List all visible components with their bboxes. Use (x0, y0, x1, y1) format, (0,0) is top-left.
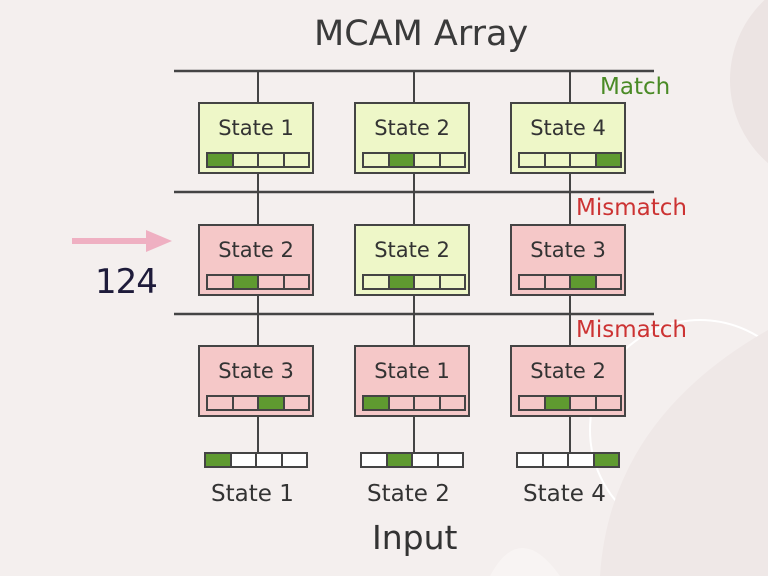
cell-state-label: State 2 (530, 359, 606, 383)
cell-bit-vector (518, 152, 622, 168)
cell-bit-vector (206, 274, 310, 290)
bit-active (545, 397, 571, 409)
decor-shape (490, 548, 560, 576)
mcam-cell: State 1 (198, 102, 314, 174)
bit-inactive (234, 154, 259, 166)
bit-inactive (232, 454, 257, 466)
bit-active (594, 454, 618, 466)
bit-inactive (441, 397, 465, 409)
cell-bit-vector (518, 395, 622, 411)
row-status-label-match: Match (600, 74, 671, 100)
bit-active (389, 276, 415, 288)
bit-inactive (283, 454, 307, 466)
bit-inactive (546, 276, 571, 288)
mcam-cell: State 4 (510, 102, 626, 174)
cell-state-label: State 4 (530, 116, 606, 140)
bit-inactive (597, 397, 621, 409)
page-number: 124 (95, 262, 158, 302)
bit-inactive (415, 276, 441, 288)
bit-inactive (441, 154, 465, 166)
diagram-title: MCAM Array (314, 14, 529, 54)
bit-active (206, 454, 232, 466)
row-status-label-mismatch: Mismatch (576, 195, 687, 221)
bit-inactive (285, 154, 309, 166)
bit-active (389, 154, 415, 166)
mcam-cell: State 3 (510, 224, 626, 296)
decor-circle (730, 0, 768, 164)
bit-inactive (520, 154, 546, 166)
input-state-label: State 4 (523, 481, 606, 507)
bit-inactive (520, 397, 546, 409)
cell-state-label: State 1 (218, 116, 294, 140)
bit-inactive (362, 454, 388, 466)
bit-active (596, 154, 620, 166)
bit-inactive (257, 454, 283, 466)
bit-inactive (520, 276, 546, 288)
mcam-cell: State 2 (354, 224, 470, 296)
bit-inactive (413, 454, 439, 466)
bit-inactive (259, 276, 285, 288)
mcam-cell: State 1 (354, 345, 470, 417)
bit-active (571, 276, 597, 288)
bit-inactive (544, 454, 569, 466)
cell-bit-vector (206, 395, 310, 411)
bit-inactive (597, 276, 621, 288)
input-state-label: State 2 (367, 481, 450, 507)
mcam-cell: State 2 (354, 102, 470, 174)
bit-active (259, 397, 285, 409)
bit-active (364, 397, 390, 409)
cell-bit-vector (362, 152, 466, 168)
decor-shape (600, 330, 768, 576)
bit-inactive (285, 397, 309, 409)
cell-bit-vector (362, 395, 466, 411)
bit-inactive (546, 154, 571, 166)
input-bit-vector (204, 452, 308, 468)
mcam-cell: State 2 (510, 345, 626, 417)
bit-active (208, 154, 234, 166)
input-title: Input (372, 518, 458, 557)
cell-state-label: State 1 (374, 359, 450, 383)
bit-inactive (364, 154, 390, 166)
bit-active (387, 454, 413, 466)
bit-inactive (441, 276, 465, 288)
cell-state-label: State 3 (530, 238, 606, 262)
mcam-cell: State 3 (198, 345, 314, 417)
cell-bit-vector (518, 274, 622, 290)
row-status-label-mismatch: Mismatch (576, 317, 687, 343)
bit-inactive (364, 276, 390, 288)
mcam-cell: State 2 (198, 224, 314, 296)
bit-inactive (390, 397, 415, 409)
bit-inactive (571, 397, 597, 409)
bit-inactive (285, 276, 309, 288)
input-bit-vector (516, 452, 620, 468)
cell-bit-vector (206, 152, 310, 168)
bit-inactive (234, 397, 259, 409)
bit-inactive (415, 154, 441, 166)
bit-inactive (439, 454, 463, 466)
bit-inactive (208, 397, 234, 409)
cell-state-label: State 2 (374, 238, 450, 262)
cell-state-label: State 3 (218, 359, 294, 383)
input-bit-vector (360, 452, 464, 468)
bit-inactive (571, 154, 597, 166)
cell-state-label: State 2 (374, 116, 450, 140)
bit-active (233, 276, 259, 288)
input-state-label: State 1 (211, 481, 294, 507)
cell-state-label: State 2 (218, 238, 294, 262)
bit-inactive (208, 276, 234, 288)
bit-inactive (259, 154, 285, 166)
bit-inactive (518, 454, 544, 466)
cell-bit-vector (362, 274, 466, 290)
bit-inactive (569, 454, 595, 466)
bit-inactive (415, 397, 441, 409)
input-arrow-head (146, 230, 172, 252)
